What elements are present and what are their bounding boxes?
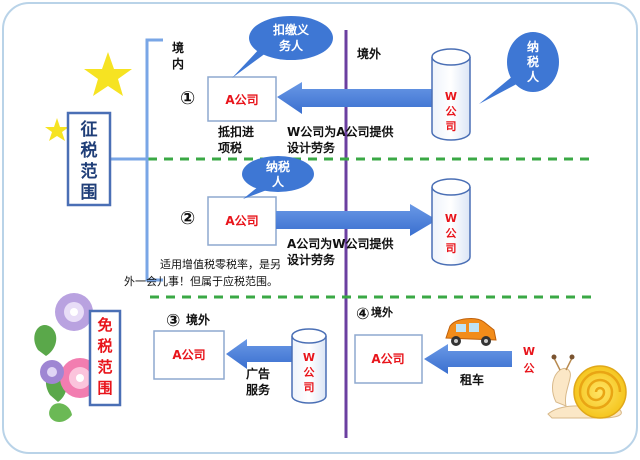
case1-a-company-box <box>207 76 277 122</box>
taxpayer1-char-2: 税 <box>527 54 539 69</box>
case1-w-company-cylinder <box>431 48 471 141</box>
case3-w-char-3: 司 <box>304 381 315 394</box>
car-rental-text: 租车 <box>460 372 484 387</box>
abroad-label: 境外 <box>357 46 381 61</box>
withholding-text-1: 扣缴义 <box>273 22 310 37</box>
case4-w-char-2: 公 <box>524 362 535 375</box>
case2-arrow <box>276 204 437 236</box>
case2-number: ② <box>180 208 195 229</box>
withholding-bubble <box>249 16 333 60</box>
case1-w-char-2: 公 <box>446 105 457 118</box>
case1-desc-1: W公司为A公司提供 <box>287 124 394 139</box>
scope-char-3: 范 <box>81 161 98 182</box>
scope-char-2: 税 <box>81 140 98 161</box>
exempt-box <box>88 309 122 407</box>
case2-a-company-box <box>207 196 277 246</box>
case2-w-company-cylinder <box>431 178 471 266</box>
car-icon <box>445 318 497 346</box>
case2-desc-2: 设计劳务 <box>287 252 336 267</box>
exempt-char-2: 税 <box>97 337 112 355</box>
case3-w-company-cylinder <box>291 328 327 404</box>
star-icon <box>84 52 132 96</box>
case1-w-char-3: 司 <box>446 120 457 133</box>
scope-char-1: 征 <box>81 119 98 140</box>
withholding-bubble-tail <box>232 46 270 78</box>
domestic-label-2: 内 <box>172 56 184 71</box>
case2-w-char-3: 司 <box>446 242 457 255</box>
snail-icon <box>547 354 627 419</box>
withholding-text-2: 务人 <box>279 38 304 53</box>
deduct-text-1: 抵扣进 <box>218 124 254 139</box>
star-small-icon <box>45 118 69 141</box>
taxpayer-bubble2 <box>242 156 314 192</box>
case3-abroad-label: 境外 <box>186 312 210 327</box>
exempt-char-4: 围 <box>97 379 112 397</box>
case3-a-company-label: A公司 <box>172 348 205 362</box>
case4-a-company-label: A公司 <box>371 352 404 366</box>
case4-arrow <box>424 344 512 374</box>
case2-w-char-1: W <box>445 212 457 225</box>
zero-rate-note-2: 外一会儿事！但属于应税范围。 <box>124 274 278 288</box>
case1-desc-2: 设计劳务 <box>287 140 336 155</box>
case3-arrow <box>226 339 296 369</box>
case1-arrow <box>277 82 436 114</box>
case1-number: ① <box>180 88 195 109</box>
ad-service-text-1: 广告 <box>246 366 270 381</box>
exempt-char-3: 范 <box>97 358 112 376</box>
case2-desc-1: A公司为W公司提供 <box>287 236 394 251</box>
taxpayer-bubble1 <box>507 32 559 92</box>
case4-w-char-1: W <box>523 345 535 358</box>
case3-w-char-2: 公 <box>304 366 315 379</box>
case3-number: ③ <box>166 311 180 331</box>
ad-service-text-2: 服务 <box>246 382 271 397</box>
deduct-text-2: 项税 <box>218 140 242 155</box>
taxpayer1-char-3: 人 <box>527 69 540 84</box>
case3-a-company-box <box>153 330 225 380</box>
case1-w-char-1: W <box>445 90 457 103</box>
scope-char-4: 围 <box>81 183 98 203</box>
case2-a-company-label: A公司 <box>225 214 258 228</box>
case3-w-char-1: W <box>303 351 315 364</box>
taxpayer2-text-1: 纳税 <box>266 159 290 174</box>
case4-a-company-box <box>354 334 423 384</box>
case4-abroad-label: 境外 <box>371 305 393 319</box>
case4-number: ④ <box>356 304 370 323</box>
scope-box <box>66 111 112 207</box>
taxpayer2-text-2: 人 <box>272 174 285 189</box>
domestic-label-1: 境 <box>172 40 184 55</box>
taxpayer1-char-1: 纳 <box>527 39 539 54</box>
zero-rate-note-1: 适用增值税零税率，是另 <box>160 257 281 271</box>
case2-w-char-2: 公 <box>446 227 457 240</box>
exempt-char-1: 免 <box>97 316 112 334</box>
case1-a-company-label: A公司 <box>225 93 258 107</box>
